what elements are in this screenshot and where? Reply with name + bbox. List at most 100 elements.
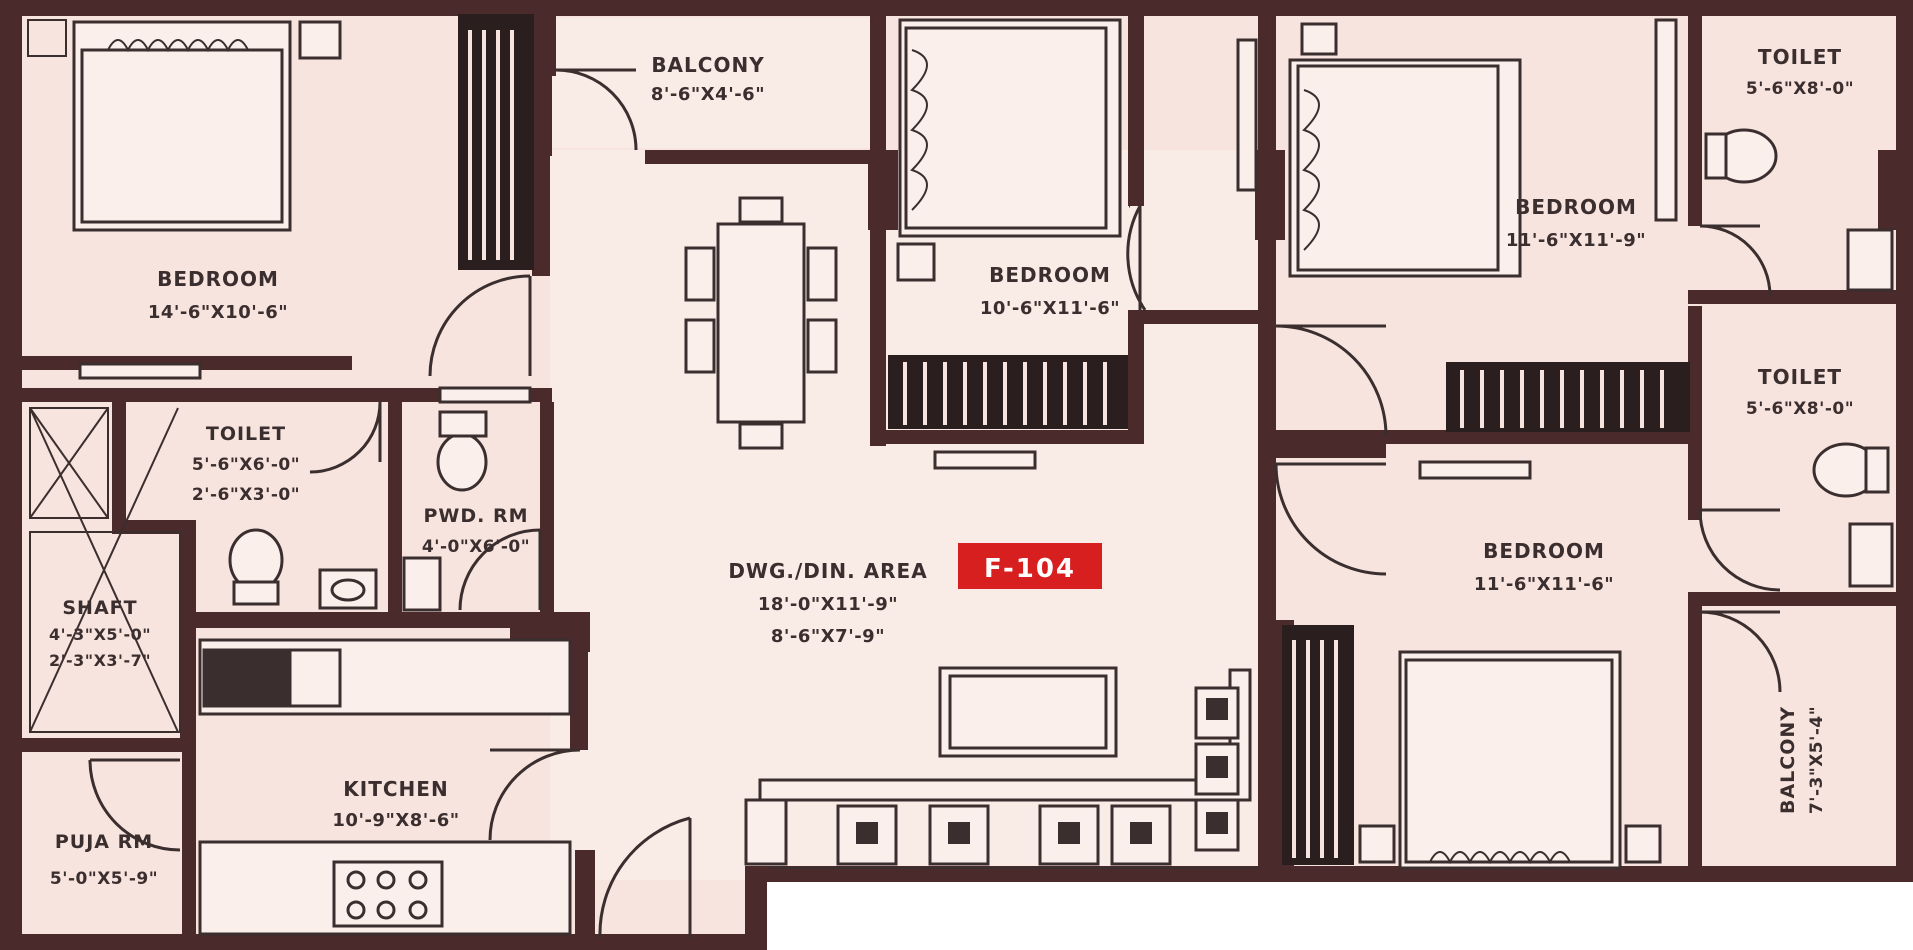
wall-ne-toilet-bottom: [1688, 290, 1896, 304]
door-puja: [88, 758, 181, 852]
wall-n-bedroom-door-lip: [1128, 310, 1258, 324]
balcony-n-floor: [550, 18, 870, 148]
bed-n: [898, 18, 1122, 238]
wall-n-bedroom-pillar: [868, 150, 898, 230]
shaft-box-low: [29, 531, 181, 733]
bed-nw: [72, 20, 292, 232]
wall-balcony-n-left: [550, 16, 556, 76]
living-size-2: 8'-6"X7'-9": [771, 626, 885, 647]
window-ne-right: [1654, 18, 1678, 222]
unit-tag-text: F-104: [984, 554, 1076, 584]
bedroom-se-size: 11'-6"X11'-6": [1474, 574, 1614, 595]
bedroom-se-name: BEDROOM: [1483, 539, 1605, 563]
toilet-ne-mid-size: 5'-6"X8'-0": [1746, 399, 1854, 419]
wall-pwd-right: [540, 402, 554, 622]
pwd-size: 4'-0"X6'-0": [422, 537, 530, 557]
wardrobes: [458, 14, 1690, 865]
wall-n-bedroom-bottom: [870, 430, 1138, 444]
wall-top: [0, 0, 1913, 16]
furniture: [72, 18, 1894, 936]
wall-ne-toilet-left: [1688, 16, 1702, 226]
bed-ne: [1288, 58, 1522, 278]
dining-table: [684, 196, 838, 450]
wall-toilet-mid-bottom: [1688, 592, 1896, 606]
wardrobe-n: [888, 355, 1128, 429]
window-n-right: [1236, 38, 1258, 192]
unit-tag: F-104: [958, 543, 1102, 589]
shaft-cross: [29, 407, 179, 733]
bedroom-nw-name: BEDROOM: [157, 267, 279, 291]
wall-balcony-e-left: [1688, 600, 1702, 872]
wall-bottom-step: [745, 866, 767, 950]
wardrobe-nw: [458, 14, 534, 270]
balcony-e-size: 7'-3"X5'-4": [1807, 706, 1827, 814]
wall-toilet-mid-left: [1688, 500, 1702, 520]
door-pwd: [458, 528, 542, 611]
wardrobe-se: [1282, 625, 1354, 865]
window-living-bottom: [933, 450, 1037, 470]
coffee-table-inner: [948, 674, 1108, 750]
puja-name: PUJA RM: [55, 831, 153, 853]
shaft-name: SHAFT: [62, 597, 137, 619]
kitchen-name: KITCHEN: [343, 777, 448, 801]
toilet-w-name: TOILET: [206, 423, 286, 445]
kitchen-size: 10'-9"X8'-6": [332, 810, 459, 831]
door-ne-toilet: [1699, 224, 1772, 297]
wall-toilet-left: [112, 402, 126, 532]
door-nw-bedroom: [428, 274, 532, 377]
nw-shelf: [438, 386, 532, 404]
bedroom-n-size: 10'-6"X11'-6": [980, 298, 1120, 319]
shaft-size-2: 2'-3"X3'-7": [49, 651, 151, 670]
pwd-name: PWD. RM: [423, 505, 528, 527]
blank-corner: [767, 882, 1913, 950]
wall-ne-right-pillar: [1878, 150, 1908, 230]
wall-ne-left: [1258, 16, 1276, 876]
door-entrance: [598, 816, 692, 939]
bedroom-nw-size: 14'-6"X10'-6": [148, 302, 288, 323]
wall-ne-bottom: [1276, 430, 1696, 444]
shaft-size-1: 4'-3"X5'-0": [49, 625, 151, 644]
door-kitchen: [488, 748, 581, 841]
toilet-w-size-2: 2'-6"X3'-0": [192, 485, 300, 505]
shaft-cross-4: [29, 407, 109, 519]
puja-size: 5'-0"X5'-9": [50, 869, 158, 889]
side-table-nw: [298, 20, 342, 60]
wall-ne-toilet-divider: [1688, 306, 1702, 516]
window-lines: [27, 19, 1260, 869]
wall-balcony-n-bottom: [645, 150, 875, 164]
wall-n-bedroom-right-top: [1128, 16, 1144, 206]
side-table-se-left: [1358, 824, 1396, 864]
side-table-se: [1624, 824, 1662, 864]
sofa-cushions: [856, 698, 1228, 844]
side-table-ne: [1300, 22, 1338, 56]
balcony-n-name: BALCONY: [651, 53, 764, 77]
wall-toilet-bottom: [196, 612, 584, 628]
wall-toilet-step: [112, 520, 192, 534]
window-nw-bottom: [78, 362, 202, 380]
kitchen-fixtures: [198, 638, 572, 936]
bedroom-ne-size: 11'-6"X11'-9": [1506, 230, 1646, 251]
window-nw-top: [27, 19, 67, 57]
wall-left: [0, 0, 22, 950]
wall-ne-pillar: [1255, 150, 1285, 240]
living-name: DWG./DIN. AREA: [728, 559, 927, 583]
wall-bottom-left: [0, 934, 765, 950]
wall-ne-se-divider: [1276, 444, 1386, 458]
toilet-fixtures: [228, 128, 1894, 612]
side-table-n: [896, 242, 936, 282]
wall-puja-right: [182, 752, 196, 942]
door-balcony-n: [555, 68, 638, 151]
toilet-ne-top-name: TOILET: [1758, 45, 1842, 69]
wall-shaft-bottom: [22, 738, 196, 752]
wall-toilet-top: [22, 388, 552, 402]
door-toilet-w: [309, 401, 382, 474]
wall-bottom-right: [745, 866, 1913, 882]
wall-shaft-right: [180, 520, 196, 750]
living-size-1: 18'-0"X11'-9": [758, 594, 898, 615]
toilet-w-size-1: 5'-6"X6'-0": [192, 455, 300, 475]
wardrobe-ne: [1446, 362, 1690, 432]
wall-toilet-pwd-divider: [388, 402, 402, 622]
wall-kitchen-right: [570, 640, 588, 750]
